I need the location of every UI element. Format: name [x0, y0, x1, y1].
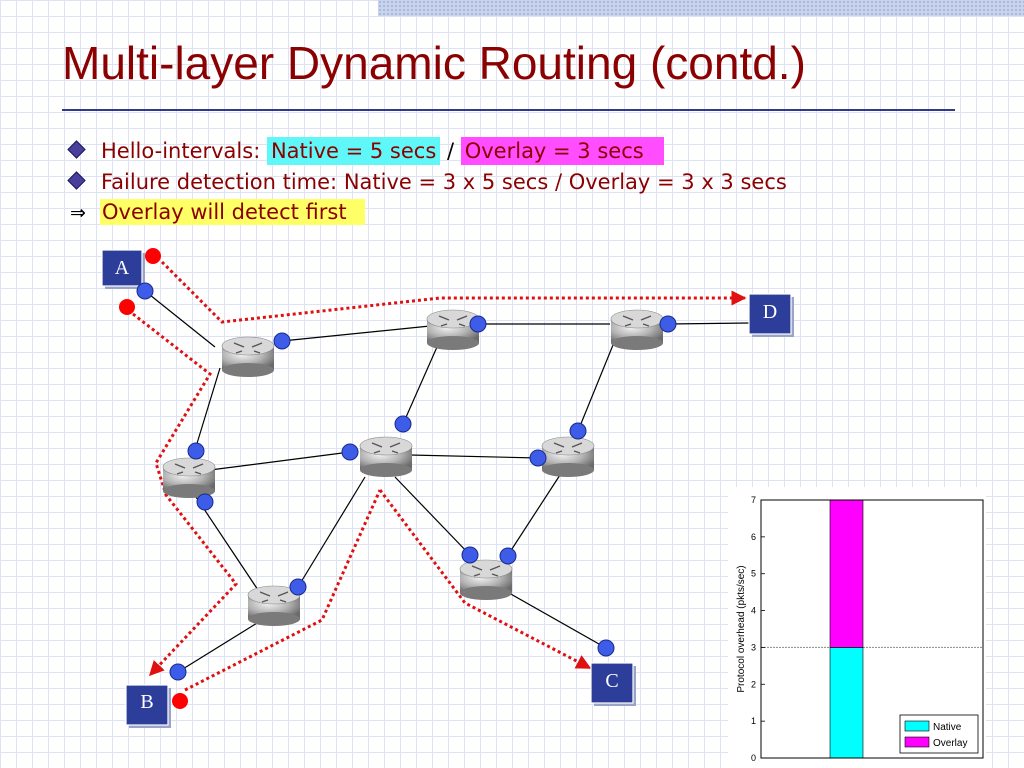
overlay-path-b-to-r5	[184, 489, 382, 692]
link-r7-b	[177, 619, 263, 673]
host-a-label: A	[115, 257, 130, 279]
y-tick-label: 0	[751, 753, 756, 763]
host-d-label: D	[763, 301, 777, 323]
bullet-conclusion: ⇒ Overlay will detect first	[70, 198, 365, 227]
link-r5-r6	[409, 454, 539, 459]
overlay-dot	[119, 299, 135, 315]
link-r4-r1	[194, 367, 221, 451]
overlay-path-a-to-b	[132, 312, 238, 677]
interface-dot	[569, 422, 587, 440]
bullet-failure-detection: Failure detection time: Native = 3 x 5 s…	[67, 168, 787, 196]
y-axis-title: Protocol overhead (pkts/sec)	[736, 565, 747, 692]
conclusion-highlight: Overlay will detect first	[100, 199, 365, 225]
slide-title: Multi-layer Dynamic Routing (contd.)	[62, 37, 806, 89]
chart-legend: Native Overlay	[899, 714, 979, 754]
link-r5-r8	[394, 476, 471, 556]
link-r3-r6	[577, 344, 614, 432]
overlay-dot	[172, 693, 188, 709]
y-tick-label: 5	[751, 569, 756, 579]
overlay-interval-highlight: Overlay = 3 secs	[460, 137, 664, 165]
interface-dot	[341, 443, 359, 461]
interface-dot	[187, 442, 205, 460]
link-r3-d	[667, 322, 751, 325]
legend-swatch-native	[904, 720, 930, 732]
interface-dot	[499, 547, 517, 565]
decorative-top-band	[378, 0, 1024, 16]
overlay-path-a-to-d	[160, 260, 747, 324]
interface-dot	[469, 315, 487, 333]
implies-arrow-icon: ⇒	[70, 202, 86, 224]
host-c-label: C	[605, 670, 618, 692]
legend-label-native: Native	[933, 722, 962, 733]
bar-overlay	[829, 499, 864, 648]
interface-dot	[196, 493, 214, 511]
overlay-endpoint-dots	[119, 248, 188, 709]
router-icon	[221, 336, 275, 377]
link-a-r1	[144, 290, 216, 348]
interface-dot	[529, 449, 547, 467]
router-icon	[459, 559, 513, 600]
y-tick-label: 1	[751, 716, 756, 726]
chart-y-ticks: 0 1 2 3 4 5 6 7	[751, 495, 765, 763]
bar-native	[829, 647, 864, 759]
overlay-paths	[132, 260, 747, 692]
y-tick-label: 3	[751, 642, 756, 652]
native-interval-highlight: Native = 5 secs	[266, 137, 441, 165]
overlay-dot	[145, 248, 161, 264]
link-r2-r5	[402, 346, 438, 425]
routers	[162, 309, 664, 626]
link-r1-r2	[281, 325, 431, 342]
failure-detection-text: Failure detection time: Native = 3 x 5 s…	[101, 170, 787, 194]
host-b-label: B	[140, 691, 153, 713]
router-icon	[359, 436, 413, 477]
chart-bars	[829, 499, 864, 759]
link-r8-c	[494, 584, 607, 649]
router-icon	[162, 457, 216, 498]
y-tick-label: 6	[751, 532, 756, 542]
overhead-bar-chart: 0 1 2 3 4 5 6 7 Protocol overhead (pkts/sec) Na…	[728, 487, 986, 768]
title-divider	[62, 109, 955, 111]
chart-plot-frame	[760, 499, 984, 759]
host-node-c: C	[590, 662, 636, 706]
host-node-a: A	[101, 249, 145, 289]
network-links	[144, 290, 751, 673]
interface-dot	[394, 415, 412, 433]
interface-dot	[659, 315, 677, 333]
link-r5-r7	[297, 476, 366, 588]
interface-dot	[597, 639, 615, 657]
router-icon	[247, 585, 301, 626]
host-node-b: B	[125, 684, 171, 728]
link-r6-r8	[507, 474, 561, 556]
overlay-path-r5-to-c	[378, 489, 592, 670]
interface-dot	[273, 332, 291, 350]
y-tick-label: 4	[751, 606, 756, 616]
host-node-d: D	[748, 293, 794, 337]
interface-dot	[289, 578, 307, 596]
bullet-hello-intervals: Hello-intervals: Native = 5 secs / Overl…	[67, 137, 664, 165]
host-nodes: A D B C	[101, 249, 794, 728]
router-icon	[426, 309, 480, 350]
interface-dots	[136, 282, 677, 681]
router-icon	[610, 309, 664, 350]
y-tick-label: 2	[751, 679, 756, 689]
interface-dot	[461, 546, 479, 564]
hello-intervals-label: Hello-intervals:	[101, 139, 267, 163]
router-icon	[541, 436, 595, 477]
legend-swatch-overlay	[904, 736, 930, 748]
legend-label-overlay: Overlay	[933, 738, 967, 749]
interface-dot	[136, 282, 154, 300]
link-r4-r5	[209, 451, 351, 471]
y-tick-label: 7	[751, 495, 756, 505]
interface-dot	[169, 663, 187, 681]
interval-separator: /	[440, 139, 461, 163]
